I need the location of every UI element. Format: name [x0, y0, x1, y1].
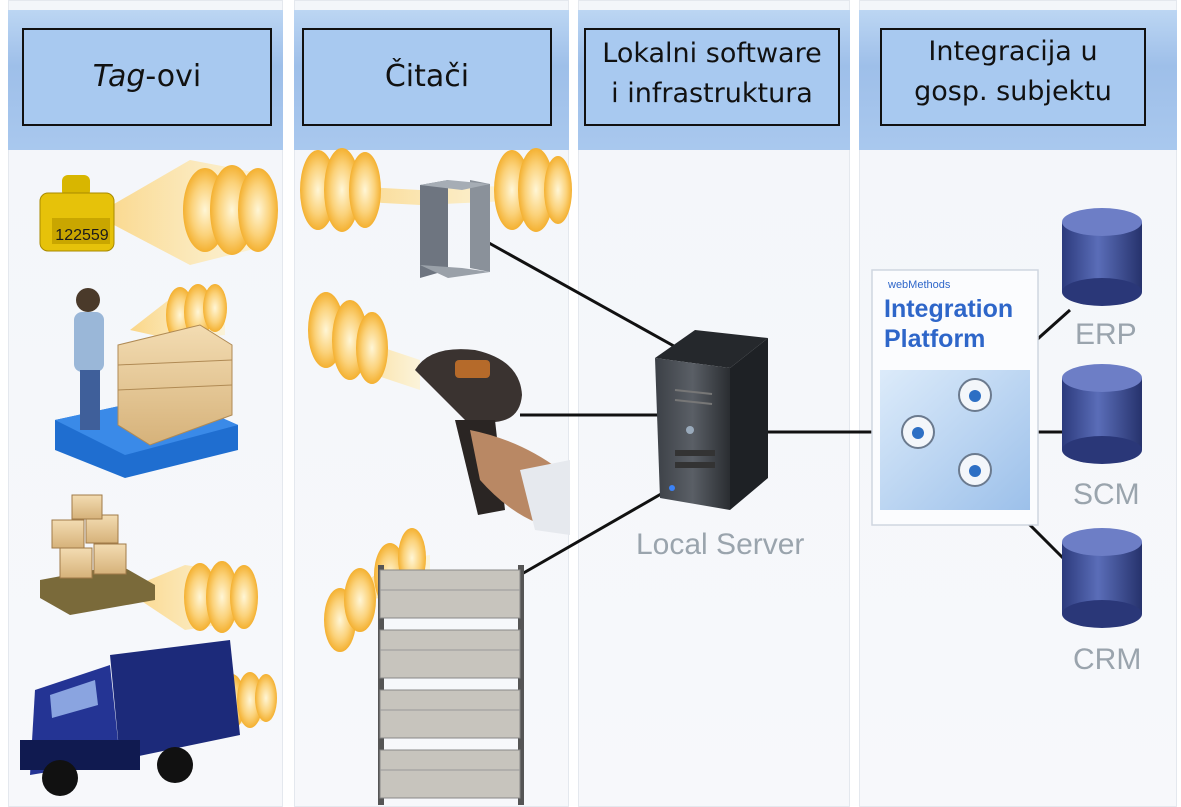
- platform-brand: webMethods: [888, 279, 951, 291]
- database-icon: [1062, 364, 1142, 464]
- server-label: Local Server: [636, 528, 805, 561]
- header-readers-label: Čitači: [384, 59, 470, 94]
- shelf-reader-icon: [324, 528, 524, 805]
- line-portal-server: [479, 236, 691, 357]
- integration-platform-panel: [871, 269, 1039, 526]
- database-icon: [1062, 208, 1142, 306]
- portal-reader-icon: [300, 148, 572, 278]
- header-integration-label: Integracija u gosp. subjektu: [914, 36, 1112, 107]
- header-readers: Čitači: [302, 28, 552, 126]
- header-integration: Integracija u gosp. subjektu: [880, 28, 1146, 126]
- header-tags-italic: Tag: [92, 59, 146, 94]
- header-local-software: Lokalni software i infrastruktura: [584, 28, 840, 126]
- platform-title-line1: Integration: [884, 295, 1014, 323]
- handheld-scanner-icon: [308, 292, 570, 535]
- header-local-software-label: Lokalni software i infrastruktura: [602, 38, 822, 109]
- line-shelf-server: [519, 488, 669, 577]
- worker-pallet-icon: [55, 284, 238, 478]
- db-label-scm: SCM: [1073, 478, 1140, 511]
- truck-icon: [20, 640, 277, 796]
- ear-tag-icon: [39, 160, 278, 265]
- db-label-erp: ERP: [1075, 318, 1137, 351]
- database-icon: [1062, 528, 1142, 628]
- header-tags: Tag-ovi: [22, 28, 272, 126]
- platform-title-line2: Platform: [884, 325, 986, 353]
- db-label-crm: CRM: [1073, 643, 1142, 676]
- box-pallet-icon: [40, 494, 258, 633]
- tag-number: 122559: [55, 227, 108, 244]
- server-icon: [655, 330, 768, 510]
- header-tags-rest: -ovi: [145, 59, 202, 94]
